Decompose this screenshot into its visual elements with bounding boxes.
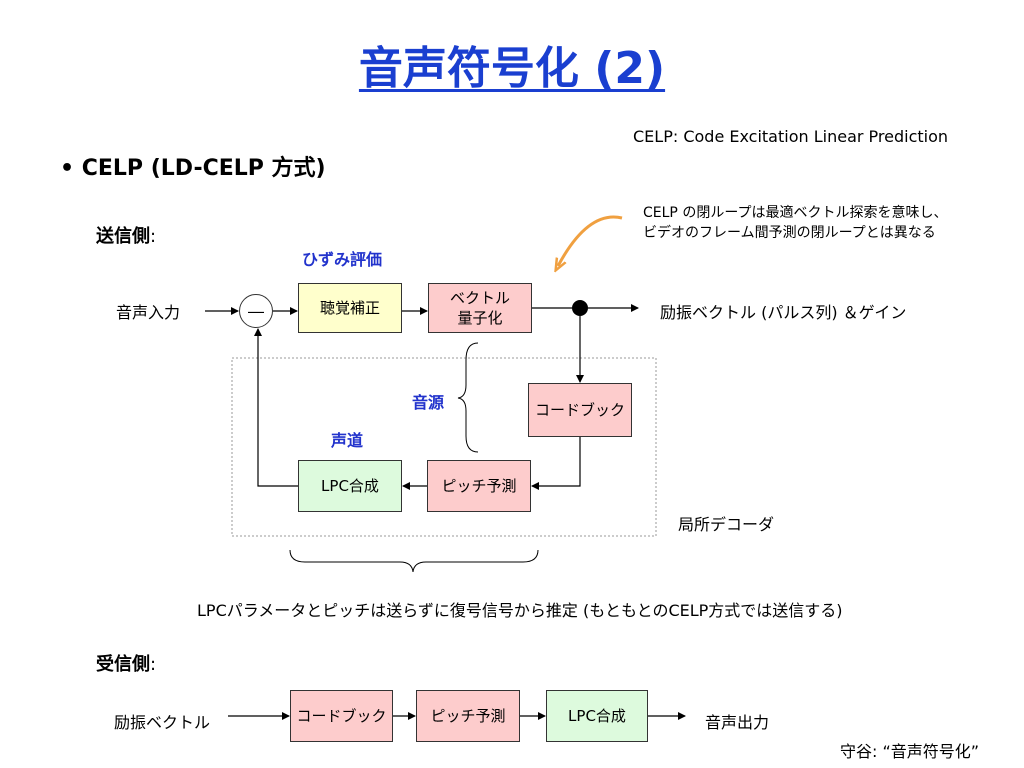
receiver-input-label: 励振ベクトル [114,713,211,732]
perceptual-weighting-box: 聴覚補正 [298,283,402,333]
bullet-celp: • CELP (LD-CELP 方式) [60,156,326,181]
local-decoder-brace [289,549,539,573]
speech-output-label: 音声出力 [705,713,770,732]
callout-note: CELP の閉ループは最適ベクトル探索を意味し、 ビデオのフレーム間予測の閉ルー… [643,203,947,243]
receiver-heading-colon: : [150,654,157,675]
sender-heading: 送信側: [96,222,156,248]
codebook-box: コードブック [528,383,632,437]
arrow-codebook-to-pitch [531,437,581,490]
abbreviation-note: CELP: Code Excitation Linear Prediction [633,127,949,146]
slide-title: 音声符号化 (2) [358,43,666,94]
vector-quantization-box: ベクトル 量子化 [428,283,532,333]
callout-line-2: ビデオのフレーム間予測の閉ループとは異なる [643,225,936,241]
minus-sign: ― [248,301,264,321]
excitation-output-label: 励振ベクトル (パルス列) ＆ゲイン [660,303,907,322]
receiver-pitch-box: ピッチ予測 [416,690,520,742]
lpc-synthesis-box: LPC合成 [298,460,402,512]
local-decoder-label: 局所デコーダ [678,515,775,534]
vq-box-line-2: 量子化 [457,309,503,327]
callout-line-1: CELP の閉ループは最適ベクトル探索を意味し、 [643,205,948,221]
subtractor-node: ― [239,294,273,328]
receiver-heading: 受信側: [96,650,156,676]
receiver-codebook-box: コードブック [290,690,393,742]
vq-box-line-1: ベクトル [449,289,510,307]
source-label: 音源 [412,393,445,412]
branch-node [572,300,588,316]
receiver-lpc-box: LPC合成 [546,690,648,742]
speech-input-label: 音声入力 [116,303,181,322]
distortion-eval-label: ひずみ評価 [302,250,383,269]
vocal-tract-label: 声道 [331,431,364,450]
source-brace [457,342,479,453]
sender-heading-text: 送信側 [96,226,150,247]
callout-arrow [558,215,623,266]
sender-heading-colon: : [150,226,157,247]
arrow-lpc-feedback [254,328,298,487]
pitch-prediction-box: ピッチ予測 [427,460,531,512]
estimation-note: LPCパラメータとピッチは送らずに復号信号から推定 (もともとのCELP方式では… [197,601,843,620]
receiver-heading-text: 受信側 [96,654,150,675]
footer-citation: 守谷: “音声符号化” [840,742,980,761]
